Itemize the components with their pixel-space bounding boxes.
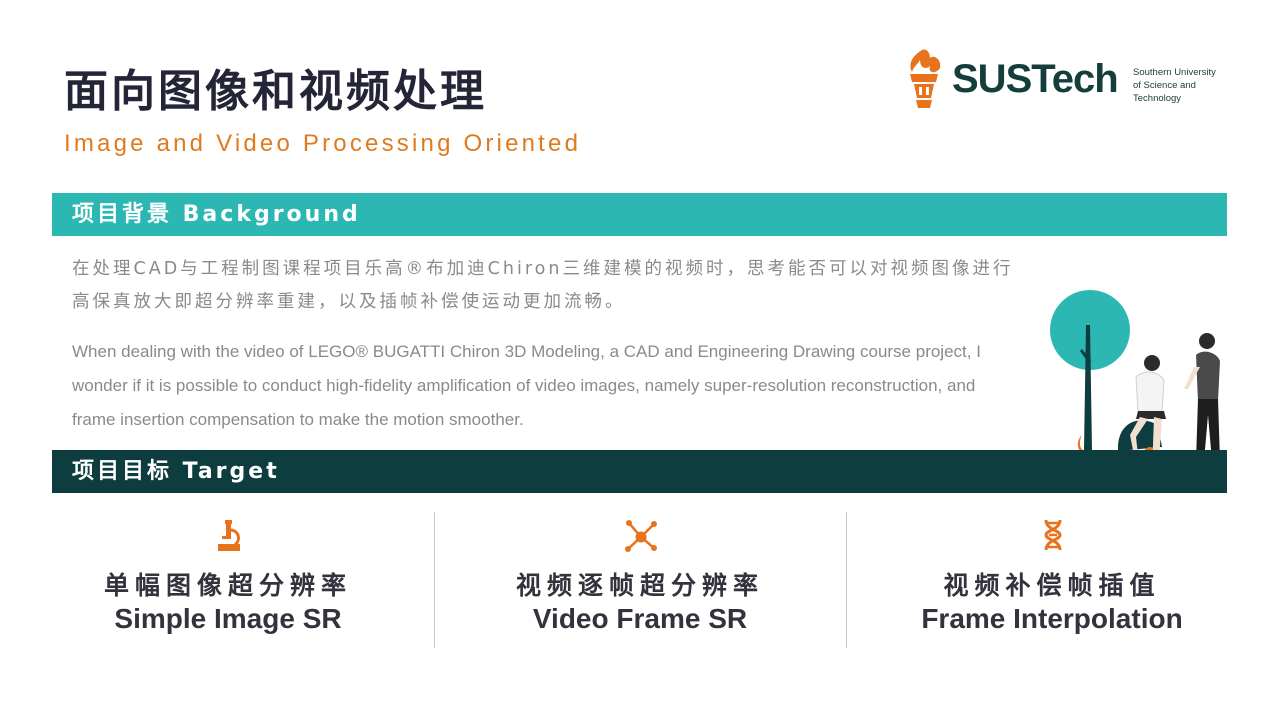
torch-icon [910,49,941,108]
column-divider [434,512,435,648]
target-item-zh: 单幅图像超分辨率 [103,571,352,600]
target-item-frame-interpolation: 视频补偿帧插值 Frame Interpolation [846,512,1258,648]
page-title: 面向图像和视频处理 [64,66,487,117]
network-icon [625,520,657,552]
column-divider [846,512,847,648]
target-item-en: Simple Image SR [114,603,342,634]
logo-subtitle: Southern University of Science and Techn… [1133,67,1216,104]
microscope-icon [218,520,240,551]
page-subtitle: Image and Video Processing Oriented [64,130,582,157]
people-tree-illustration [1050,290,1222,477]
target-item-en: Video Frame SR [532,603,748,634]
target-item-single-image-sr: 单幅图像超分辨率 Simple Image SR [22,512,434,648]
background-heading-bar: 项目背景 Background [52,193,1227,236]
background-text-zh: 在处理CAD与工程制图课程项目乐高®布加迪Chiron三维建模的视频时，思考能否… [72,259,1014,312]
dna-icon [1044,519,1062,551]
target-item-en: Frame Interpolation [921,603,1183,634]
logo-wordmark: SUSTech [952,57,1119,101]
background-text-en: When dealing with the video of LEGO® BUG… [72,342,981,429]
target-item-zh: 视频逐帧超分辨率 [515,571,764,600]
sustech-logo: SUSTech Southern University of Science a… [900,46,1230,112]
target-heading-bar: 项目目标 Target [52,450,1227,493]
target-item-video-frame-sr: 视频逐帧超分辨率 Video Frame SR [434,512,846,648]
target-item-zh: 视频补偿帧插值 [943,571,1161,600]
